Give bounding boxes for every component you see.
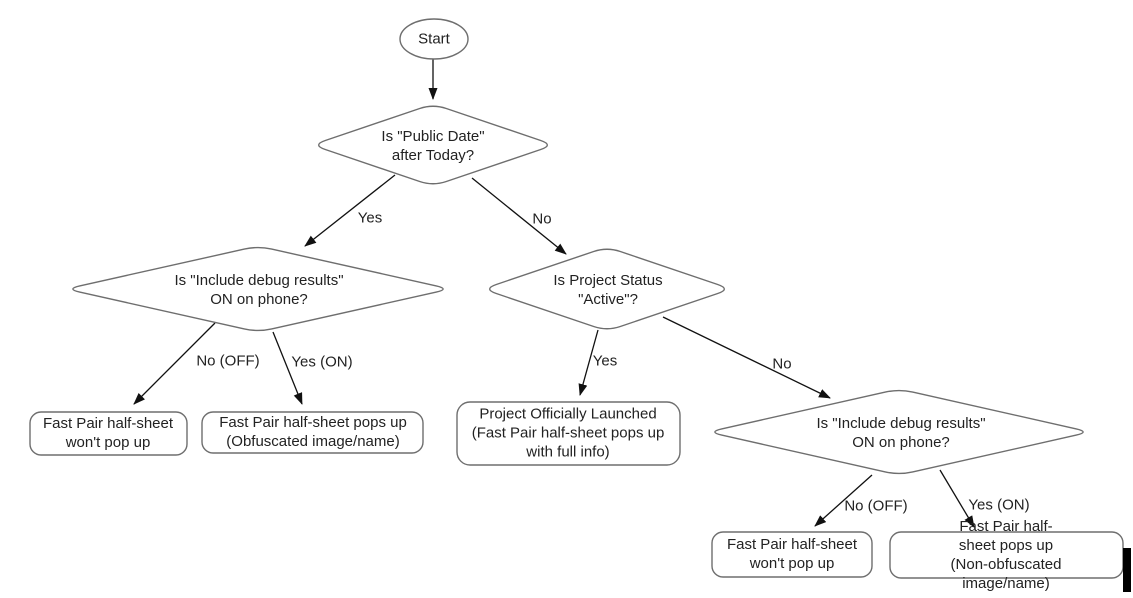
- decision-debug-right-label: Is "Include debug results" ON on phone?: [816, 414, 986, 451]
- edge-label-debug-right-yes: Yes (ON): [968, 496, 1030, 514]
- edge-project-status-yes: [578, 329, 599, 396]
- edge-label-debug-right-no: No (OFF): [844, 497, 908, 515]
- result-non-obfuscated-popup-label: Fast Pair half-sheet pops up (Non-obfusc…: [950, 517, 1062, 593]
- edge-label-project-status-no: No: [772, 355, 792, 373]
- decision-debug-right-shape: [714, 389, 1084, 475]
- result-obfuscated-popup-label: Fast Pair half-sheet pops up (Obfuscated…: [219, 413, 407, 450]
- edge-debug-left-yes: [272, 331, 303, 405]
- decision-public-date-shape: [317, 105, 549, 185]
- edge-label-public-date-yes: Yes: [357, 209, 383, 227]
- edge-debug-right-yes: [939, 469, 975, 528]
- result-no-popup-right-label: Fast Pair half-sheet won't pop up: [726, 535, 858, 572]
- result-no-popup-left-label: Fast Pair half-sheet won't pop up: [42, 414, 174, 451]
- edge-debug-right-no: [814, 474, 873, 527]
- start-terminator-label: Start: [418, 30, 450, 48]
- result-no-popup-left-shape: [29, 411, 188, 456]
- edge-label-debug-left-yes: Yes (ON): [291, 353, 353, 371]
- decision-debug-left-shape: [72, 246, 444, 332]
- decision-project-status-label: Is Project Status "Active"?: [553, 271, 663, 308]
- edge-public-date-yes: [304, 174, 396, 247]
- edge-label-public-date-no: No: [532, 210, 552, 228]
- result-no-popup-right-shape: [711, 531, 873, 578]
- edge-label-project-status-yes: Yes: [592, 352, 618, 370]
- decision-public-date-label: Is "Public Date" after Today?: [381, 127, 485, 164]
- result-obfuscated-popup-shape: [201, 411, 424, 454]
- edge-label-debug-left-no: No (OFF): [196, 352, 260, 370]
- result-launched-shape: [456, 401, 681, 466]
- edge-public-date-no: [471, 177, 567, 255]
- edge-debug-left-no: [133, 322, 216, 405]
- edge-project-status-no: [662, 316, 831, 399]
- decision-debug-left-label: Is "Include debug results" ON on phone?: [174, 271, 344, 308]
- text-cursor-artifact: [1123, 548, 1131, 592]
- result-launched-label: Project Officially Launched (Fast Pair h…: [471, 405, 665, 461]
- start-terminator-shape: [399, 18, 469, 60]
- decision-project-status-shape: [488, 248, 726, 330]
